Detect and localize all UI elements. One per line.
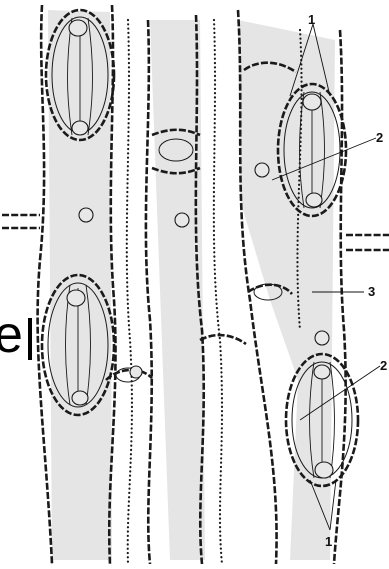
edge-fragment-bar	[28, 318, 32, 360]
cytoplasm-shading	[48, 10, 335, 560]
label-1-top: 1	[308, 12, 315, 27]
edge-fragment-letter: e	[0, 306, 23, 364]
wall-center-left	[146, 20, 152, 564]
label-3: 3	[368, 284, 375, 299]
label-2-upper: 2	[376, 130, 383, 145]
label-1-bottom: 1	[325, 534, 332, 549]
label-2-lower: 2	[380, 358, 387, 373]
